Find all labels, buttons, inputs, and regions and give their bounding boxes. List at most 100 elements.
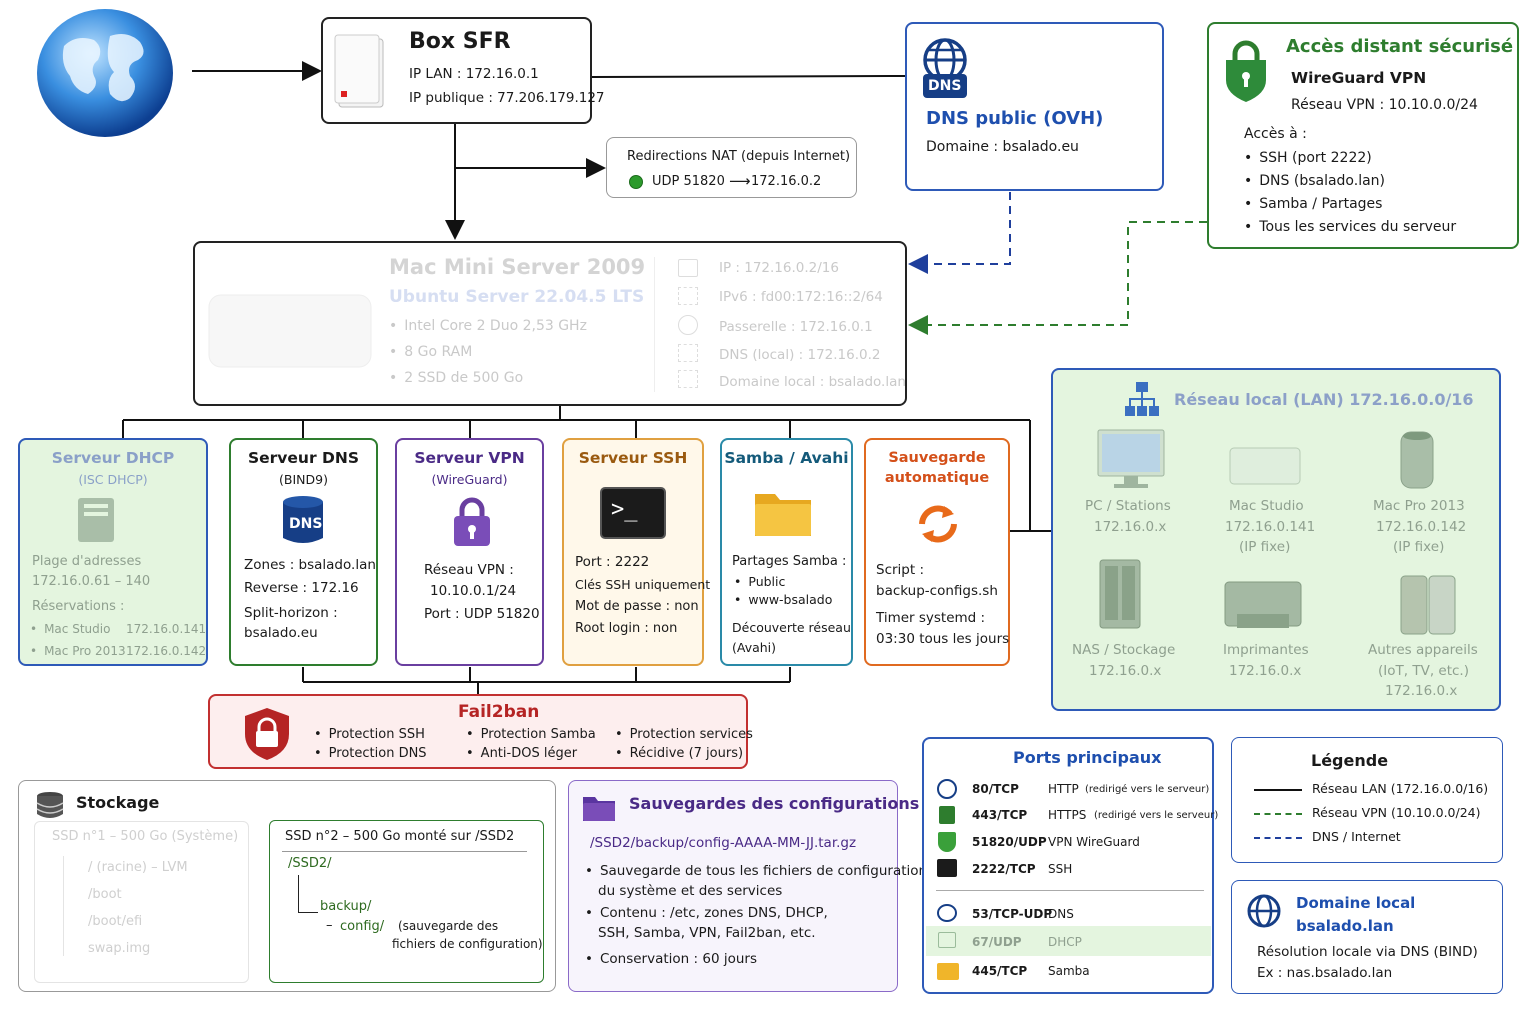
server-spec: Intel Core 2 Duo 2,53 GHz	[389, 318, 587, 334]
ssh-line: Root login : non	[575, 621, 678, 636]
vpn-line: Port : UDP 51820	[424, 606, 540, 622]
legend-swatch-dns	[1254, 837, 1302, 839]
ssh-line: Mot de passe : non	[575, 599, 699, 614]
local-domain-line: Ex : nas.bsalado.lan	[1257, 965, 1393, 981]
nat-rule-to: 172.16.0.2	[751, 174, 822, 189]
lan-device-ip: 172.16.0.142	[1376, 519, 1467, 535]
ssd1-item: /boot/efi	[88, 914, 143, 929]
samba-share: Public	[734, 574, 785, 589]
lan-box: Réseau local (LAN) 172.16.0.0/16 PC / St…	[1051, 368, 1501, 711]
local-domain-name: bsalado.lan	[1296, 917, 1394, 935]
backup-timer: 03:30 tous les jours	[876, 631, 1010, 647]
fail2ban-item: Protection SSH	[314, 727, 425, 742]
fail2ban-item: Récidive (7 jours)	[615, 746, 743, 761]
ssh-title: Serveur SSH	[578, 449, 688, 467]
database-icon	[35, 791, 65, 819]
ssd1-title: SSD n°1 – 500 Go (Système)	[52, 829, 239, 844]
ssd1-box: SSD n°1 – 500 Go (Système) / (racine) – …	[34, 821, 249, 983]
backup-script-label: Script :	[876, 562, 924, 578]
ssd2-note: (sauvegarde des	[398, 919, 499, 933]
dns-service-box: Serveur DNS (BIND9) DNS Zones : bsalado.…	[229, 438, 378, 666]
vpn-line: Réseau VPN :	[424, 562, 514, 578]
lan-device-name: NAS / Stockage	[1072, 642, 1176, 658]
local-domain-box: Domaine local bsalado.lan Résolution loc…	[1231, 880, 1503, 994]
lock-icon	[939, 806, 955, 824]
row-highlight	[926, 926, 1211, 956]
ssd2-note: fichiers de configuration)	[392, 937, 543, 951]
port-number: 2222/TCP	[972, 862, 1036, 876]
ssh-line: Clés SSH uniquement	[575, 577, 711, 592]
port-desc: DHCP	[1048, 935, 1082, 949]
internet-globe-icon	[34, 6, 176, 140]
shield-icon	[938, 832, 956, 852]
router-ip-public: IP publique : 77.206.179.127	[409, 90, 605, 106]
local-domain-line: Résolution locale via DNS (BIND)	[1257, 944, 1478, 960]
samba-service-box: Samba / Avahi Partages Samba : Public ww…	[720, 438, 853, 666]
config-backup-item: SSH, Samba, VPN, Fail2ban, etc.	[598, 925, 816, 941]
router-device-icon	[333, 31, 395, 111]
server-title: Mac Mini Server 2009	[389, 255, 646, 279]
fail2ban-item: Protection Samba	[466, 727, 596, 742]
dhcp-title: Serveur DHCP	[51, 449, 175, 467]
dhcp-res-name: Mac Pro 2013	[30, 644, 126, 658]
port-note: (redirigé vers le serveur)	[1085, 784, 1210, 795]
dns-public-box: DNS DNS public (OVH) Domaine : bsalado.e…	[905, 22, 1164, 191]
ssd1-item: / (racine) – LVM	[88, 860, 188, 875]
dns-public-title: DNS public (OVH)	[926, 108, 1104, 129]
legend-item: Réseau VPN (10.10.0.0/24)	[1312, 805, 1481, 820]
server-net: Domaine local : bsalado.lan	[719, 374, 906, 390]
remote-item: Samba / Partages	[1244, 196, 1382, 212]
lan-device-extra: (IP fixe)	[1393, 539, 1445, 555]
mac-studio-icon	[1228, 444, 1302, 488]
ssd1-item: /boot	[88, 887, 122, 902]
remote-item: DNS (bsalado.lan)	[1244, 173, 1385, 189]
lan-device-ip: 172.16.0.141	[1225, 519, 1316, 535]
sync-arrows-icon	[912, 498, 964, 550]
dhcp-range: 172.16.0.61 – 140	[32, 574, 151, 589]
port-note: (redirigé vers le serveur)	[1094, 810, 1219, 821]
fail2ban-item: Protection DNS	[314, 746, 427, 761]
folder-icon	[937, 963, 959, 980]
server-net: Passerelle : 172.16.0.1	[719, 319, 873, 335]
port-desc: VPN WireGuard	[1048, 835, 1140, 849]
lan-device-name: PC / Stations	[1085, 498, 1171, 514]
remote-title: Accès distant sécurisé	[1286, 36, 1514, 57]
dns-line: Reverse : 172.16	[244, 580, 359, 596]
dns-globe-icon	[921, 38, 969, 98]
remote-access-label: Accès à :	[1244, 126, 1307, 142]
lock-icon	[452, 496, 492, 548]
database-icon	[281, 494, 325, 546]
port-desc: DNS	[1048, 907, 1074, 921]
nas-icon	[1098, 558, 1142, 630]
port-number: 53/TCP-UDP	[972, 907, 1053, 921]
folder-icon	[753, 488, 813, 538]
lan-device-name: Imprimantes	[1223, 642, 1309, 658]
dhcp-service-box: Serveur DHCP (ISC DHCP) Plage d'adresses…	[18, 438, 208, 666]
backup-title-2: automatique	[884, 470, 990, 486]
port-desc: Samba	[1048, 964, 1090, 978]
legend-box: Légende Réseau LAN (172.16.0.0/16) Résea…	[1231, 737, 1503, 863]
dhcp-res-ip: 172.16.0.141	[126, 622, 207, 636]
dns-badge: DNS	[289, 516, 323, 532]
vpn-service-box: Serveur VPN (WireGuard) Réseau VPN : 10.…	[395, 438, 544, 666]
remote-access-box: Accès distant sécurisé WireGuard VPN Rés…	[1207, 22, 1519, 249]
dns-subtitle: (BIND9)	[279, 472, 328, 487]
lan-device-extra: 172.16.0.x	[1385, 683, 1458, 699]
samba-title: Samba / Avahi	[724, 449, 849, 467]
printer-icon	[1223, 576, 1303, 634]
lan-device-extra: (IP fixe)	[1239, 539, 1291, 555]
tree-line	[63, 856, 64, 956]
ssd2-config: config/	[340, 919, 385, 934]
mac-mini-icon	[205, 281, 375, 377]
config-backup-item: Sauvegarde de tous les fichiers de confi…	[585, 863, 927, 879]
divider	[654, 257, 655, 392]
network-icon	[678, 370, 698, 388]
dhcp-res-name: Mac Studio	[30, 622, 110, 636]
legend-item: Réseau LAN (172.16.0.0/16)	[1312, 781, 1489, 796]
port-number: 51820/UDP	[972, 835, 1047, 849]
ssd2-box: SSD n°2 – 500 Go monté sur /SSD2 /SSD2/ …	[269, 820, 544, 983]
config-backup-box: Sauvegardes des configurations /SSD2/bac…	[568, 780, 927, 992]
server-box: Mac Mini Server 2009 Ubuntu Server 22.04…	[193, 241, 907, 406]
port-desc: HTTP	[1048, 782, 1079, 796]
terminal-icon	[600, 487, 666, 539]
